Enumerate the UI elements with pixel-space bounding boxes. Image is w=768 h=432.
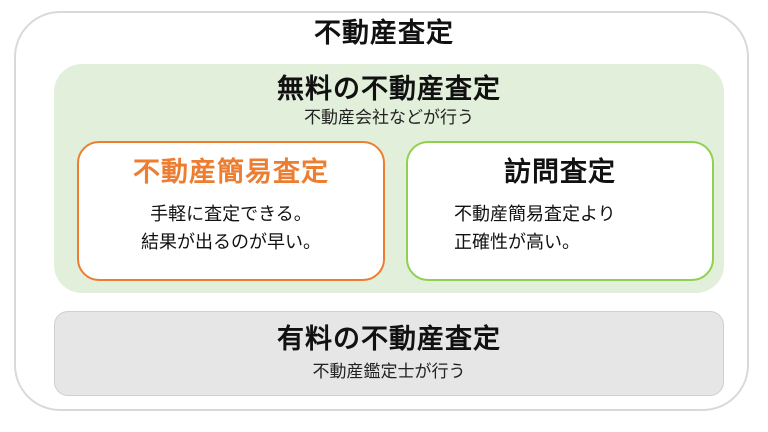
simple-appraisal-title: 不動産簡易査定 <box>133 157 329 188</box>
description-line: 結果が出るのが早い。 <box>141 232 321 253</box>
free-appraisal-subtitle: 不動産会社などが行う <box>304 108 474 128</box>
description-line: 正確性が高い。 <box>454 232 580 253</box>
simple-appraisal-description: 手軽に査定できる。 結果が出るのが早い。 <box>79 201 383 257</box>
outer-frame <box>14 11 749 411</box>
visit-appraisal-card: 訪問査定 不動産簡易査定より 正確性が高い。 <box>406 141 714 281</box>
description-line: 手軽に査定できる。 <box>150 204 312 225</box>
description-line: 不動産簡易査定より <box>454 204 616 225</box>
free-appraisal-panel: 無料の不動産査定 不動産会社などが行う 不動産簡易査定 手軽に査定できる。 結果… <box>54 64 724 293</box>
paid-appraisal-panel: 有料の不動産査定 不動産鑑定士が行う <box>54 311 724 396</box>
simple-appraisal-card: 不動産簡易査定 手軽に査定できる。 結果が出るのが早い。 <box>77 141 385 281</box>
visit-appraisal-description: 不動産簡易査定より 正確性が高い。 <box>454 201 616 257</box>
diagram-title: 不動産査定 <box>314 18 454 49</box>
free-appraisal-title: 無料の不動産査定 <box>277 74 501 105</box>
visit-appraisal-title: 訪問査定 <box>504 157 616 188</box>
paid-appraisal-subtitle: 不動産鑑定士が行う <box>312 362 466 382</box>
paid-appraisal-title: 有料の不動産査定 <box>277 324 501 355</box>
